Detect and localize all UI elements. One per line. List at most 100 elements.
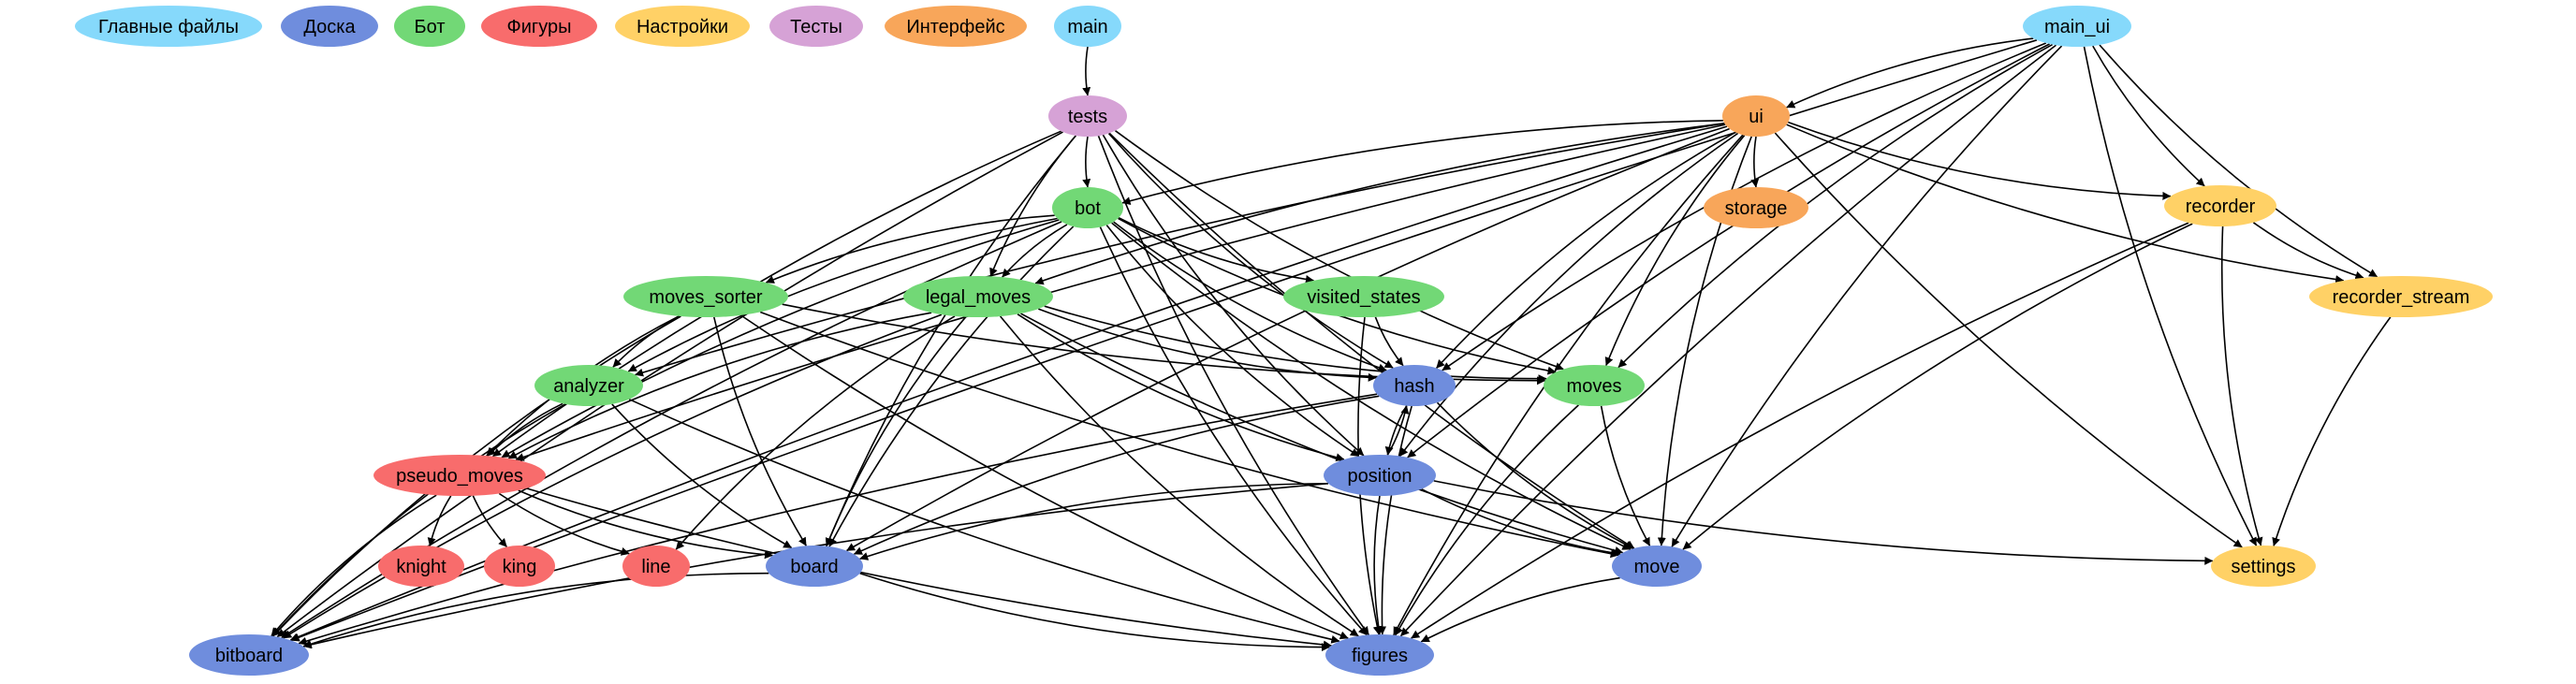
edge-main-to-tests: [1082, 46, 1091, 96]
edge-position-to-hash: [1386, 405, 1410, 456]
legend-item-shape: [769, 6, 863, 47]
edge-tests-to-bot: [1082, 136, 1091, 188]
edge-hash-to-move: [1436, 401, 1634, 550]
node-label: bitboard: [215, 646, 283, 666]
edge-bot-to-visited_states: [1118, 216, 1314, 284]
edge-board-to-bitboard: [302, 572, 769, 648]
node-figures: figures: [1325, 634, 1434, 676]
node-label: tests: [1068, 107, 1107, 127]
edge-hash-to-figures: [1378, 405, 1412, 635]
node-shape: [1283, 276, 1444, 317]
node-shape: [622, 546, 690, 587]
edge-moves-to-move: [1600, 405, 1651, 546]
edge-recorder_stream-to-settings: [2272, 316, 2392, 546]
edge-main_ui-to-recorder: [2092, 45, 2205, 187]
node-move: move: [1612, 546, 1702, 587]
node-ui: ui: [1722, 95, 1790, 137]
legend-item-legend-board: Доска: [281, 6, 378, 47]
edge-tests-to-hash: [1107, 133, 1394, 369]
legend-item-shape: [885, 6, 1027, 47]
edge-tests-to-moves: [1115, 130, 1564, 371]
edge-main_ui-to-figures: [1399, 44, 2056, 637]
node-shape: [1373, 365, 1456, 406]
edge-main_ui-to-ui: [1786, 37, 2034, 109]
edge-hash-to-position: [1384, 405, 1408, 456]
edge-position-to-move: [1421, 488, 1621, 558]
edge-bot-to-analyzer: [627, 217, 1058, 372]
edge-analyzer-to-board: [611, 403, 793, 549]
node-shape: [2164, 185, 2276, 226]
edge-ui-to-board: [846, 127, 1730, 552]
node-shape: [623, 276, 788, 317]
node-shape: [1704, 187, 1808, 228]
edge-visited_states-to-hash: [1374, 316, 1404, 367]
node-pseudo-moves: pseudo_moves: [373, 455, 546, 496]
node-board: board: [766, 546, 863, 587]
edge-moves_sorter-to-move: [759, 311, 1619, 559]
edge-recorder-to-move: [1682, 223, 2193, 550]
node-shape: [378, 546, 464, 587]
edge-ui-to-legal_moves: [1034, 123, 1725, 285]
edge-bot-to-move: [1111, 222, 1632, 550]
node-shape: [1052, 187, 1123, 228]
node-bot: bot: [1052, 187, 1123, 228]
edge-recorder-to-settings: [2220, 226, 2263, 546]
node-moves-sorter: moves_sorter: [623, 276, 788, 317]
legend-item-label: Бот: [415, 17, 446, 37]
edge-move-to-figures: [1420, 576, 1620, 643]
node-analyzer: analyzer: [534, 365, 643, 406]
node-settings: settings: [2211, 546, 2316, 587]
legend-item-legend-main: main: [1054, 6, 1121, 47]
legend-item-label: Интерфейс: [906, 17, 1004, 37]
legend-item-label: Фигуры: [507, 17, 572, 37]
edge-hash-to-board: [853, 395, 1380, 555]
edge-ui-to-pseudo_moves: [515, 124, 1726, 461]
legend-item-shape: [394, 6, 465, 47]
edge-main_ui-to-recorder_stream: [2099, 44, 2378, 278]
edge-pseudo_moves-to-figures: [526, 488, 1332, 649]
edge-legal_moves-to-moves: [1044, 305, 1547, 384]
edge-legal_moves-to-hash: [1038, 308, 1377, 382]
edge-ui-to-recorder_stream: [1786, 124, 2345, 284]
edge-position-to-figures: [1373, 495, 1383, 635]
legend-item-label: main: [1067, 17, 1107, 37]
edge-main_ui-to-settings: [2083, 46, 2258, 546]
node-label: pseudo_moves: [396, 466, 523, 487]
node-shape: [1544, 365, 1645, 406]
edge-moves-to-figures: [1395, 404, 1579, 636]
edge-bot-to-figures: [1099, 226, 1368, 636]
legend-item-legend-figures: Фигуры: [481, 6, 597, 47]
node-label: board: [790, 557, 838, 577]
node-shape: [1048, 95, 1127, 137]
edge-recorder-to-recorder_stream: [2252, 222, 2364, 280]
node-shape: [1324, 455, 1436, 496]
node-label: ui: [1749, 107, 1764, 127]
edge-analyzer-to-pseudo_moves: [487, 402, 564, 457]
edge-analyzer-to-figures: [628, 398, 1340, 644]
edges-layer: [271, 37, 2392, 652]
legend-item-label: Главные файлы: [98, 17, 239, 37]
node-shape: [903, 276, 1053, 317]
node-shape: [2023, 6, 2131, 47]
node-label: visited_states: [1307, 287, 1420, 308]
node-label: analyzer: [553, 376, 624, 397]
legend-item-legend-tests: Тесты: [769, 6, 863, 47]
node-label: moves: [1567, 376, 1622, 397]
edge-bot-to-legal_moves: [1002, 224, 1068, 278]
edge-ui-to-analyzer: [635, 123, 1725, 377]
edge-legal_moves-to-pseudo_moves: [508, 312, 932, 459]
node-main-ui: main_ui: [2023, 6, 2131, 47]
node-shape: [2309, 276, 2493, 317]
edge-position-to-board: [859, 483, 1329, 560]
edge-legal_moves-to-position: [1017, 313, 1345, 462]
legend-item-legend-interface: Интерфейс: [885, 6, 1027, 47]
node-visited-states: visited_states: [1283, 276, 1444, 317]
legend-item-label: Доска: [303, 17, 356, 37]
edge-tests-to-position: [1102, 134, 1365, 457]
edge-bot-to-board: [828, 226, 1075, 547]
node-label: recorder_stream: [2333, 287, 2470, 308]
node-shape: [2211, 546, 2316, 587]
node-label: legal_moves: [926, 287, 1031, 308]
edge-ui-to-storage: [1750, 136, 1760, 188]
edge-pseudo_moves-to-line: [498, 492, 630, 556]
